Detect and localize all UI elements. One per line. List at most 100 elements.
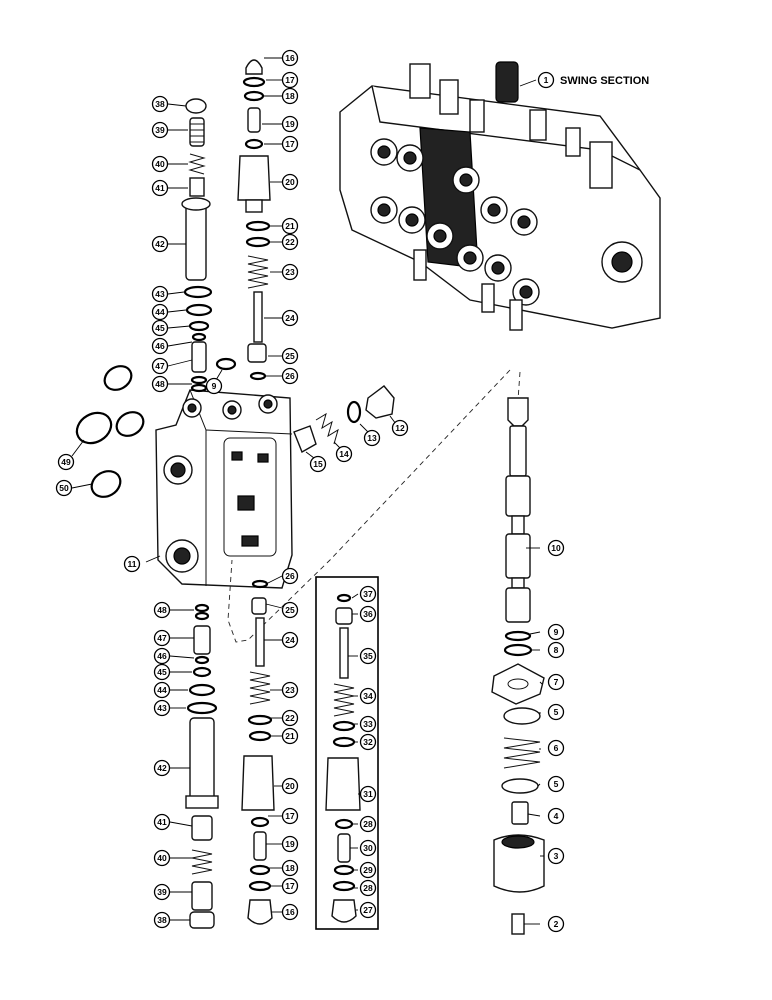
o-ring [115, 411, 145, 437]
callout-number: 42 [155, 239, 165, 249]
callout-c14: 14 [335, 445, 353, 463]
callout-c18a: 18 [281, 87, 299, 105]
callout-c4: 4 [547, 807, 565, 825]
callout-c19a: 19 [281, 115, 299, 133]
callout-c25b: 25 [281, 601, 299, 619]
callout-number: 48 [157, 605, 167, 615]
callout-number: 45 [155, 323, 165, 333]
callout-c6: 6 [547, 739, 565, 757]
callout-c49: 49 [57, 453, 75, 471]
callout-number: 4 [554, 811, 559, 821]
callout-c20b: 20 [281, 777, 299, 795]
callout-circle [359, 733, 377, 751]
callout-number: 5 [554, 779, 559, 789]
center-upper-parts [237, 59, 271, 381]
center-lower-parts [241, 579, 275, 925]
callout-number: 38 [157, 915, 167, 925]
callout-c13: 13 [363, 429, 381, 447]
o-ring [103, 365, 133, 391]
callout-c35: 35 [359, 647, 377, 665]
boxed-parts [325, 593, 361, 923]
relief-parts [293, 385, 395, 454]
callout-c32: 32 [359, 733, 377, 751]
callout-number: 46 [157, 651, 167, 661]
callout-number: 20 [285, 177, 295, 187]
callout-circle [57, 453, 75, 471]
callout-circle [281, 601, 299, 619]
callout-number: 47 [155, 361, 165, 371]
svg-text:1: 1 [544, 75, 549, 85]
callout-circle [151, 303, 169, 321]
callout-number: 7 [554, 677, 559, 687]
callout-number: 31 [363, 789, 373, 799]
callout-number: 11 [128, 559, 137, 569]
callout-c39b: 39 [153, 883, 171, 901]
callout-c45b: 45 [153, 663, 171, 681]
callout-number: 42 [157, 763, 167, 773]
callout-number: 43 [155, 289, 165, 299]
callout-number: 44 [155, 307, 165, 317]
callout-c46b: 46 [153, 647, 171, 665]
callout-c48a: 48 [151, 375, 169, 393]
callout-circle [359, 605, 377, 623]
callout-circle [547, 807, 565, 825]
callout-c5b: 5 [547, 775, 565, 793]
callout-c17d: 17 [281, 877, 299, 895]
callout-circle [547, 703, 565, 721]
callout-number: 13 [367, 433, 377, 443]
callout-number: 15 [313, 459, 323, 469]
callout-c9b: 9 [547, 623, 565, 641]
callout-c8: 8 [547, 641, 565, 659]
callout-c23b: 23 [281, 681, 299, 699]
callout-number: 10 [551, 543, 561, 553]
callout-c20a: 20 [281, 173, 299, 191]
callout-number: 18 [285, 91, 295, 101]
callout-circle [359, 815, 377, 833]
callout-circle [151, 235, 169, 253]
callout-c34: 34 [359, 687, 377, 705]
callout-c2: 2 [547, 915, 565, 933]
callout-number: 36 [363, 609, 373, 619]
callout-circle [547, 673, 565, 691]
callout-number: 34 [363, 691, 373, 701]
callout-circle [281, 115, 299, 133]
callout-c41a: 41 [151, 179, 169, 197]
callout-c42a: 42 [151, 235, 169, 253]
callout-circle [151, 155, 169, 173]
callout-number: 27 [363, 905, 373, 915]
callout-circle [547, 641, 565, 659]
callout-number: 32 [363, 737, 373, 747]
callout-circle [153, 601, 171, 619]
callout-circle [281, 835, 299, 853]
callout-number: 49 [61, 457, 71, 467]
callout-circle [153, 699, 171, 717]
callout-c27: 27 [359, 901, 377, 919]
callout-number: 43 [157, 703, 167, 713]
callout-number: 3 [554, 851, 559, 861]
callout-c10: 10 [547, 539, 565, 557]
svg-text:SWING SECTION: SWING SECTION [560, 75, 649, 87]
callout-circle [281, 681, 299, 699]
callout-number: 19 [285, 839, 295, 849]
callout-number: 41 [155, 183, 165, 193]
callout-number: 40 [155, 159, 165, 169]
callout-circle [151, 375, 169, 393]
callout-circle [309, 455, 327, 473]
callout-c31: 31 [359, 785, 377, 803]
callout-number: 12 [395, 423, 405, 433]
callout-c19b: 19 [281, 835, 299, 853]
callout-number: 23 [285, 685, 295, 695]
callout-circle [281, 777, 299, 795]
callout-circle [281, 309, 299, 327]
callout-c38b: 38 [153, 911, 171, 929]
callout-c46a: 46 [151, 337, 169, 355]
callout-number: 39 [155, 125, 165, 135]
callout-c39a: 39 [151, 121, 169, 139]
callout-c21b: 21 [281, 727, 299, 745]
callout-c26b: 26 [281, 567, 299, 585]
callout-c30: 30 [359, 839, 377, 857]
callout-c47b: 47 [153, 629, 171, 647]
callout-c40a: 40 [151, 155, 169, 173]
callout-number: 26 [285, 571, 295, 581]
callout-c17a: 17 [281, 71, 299, 89]
